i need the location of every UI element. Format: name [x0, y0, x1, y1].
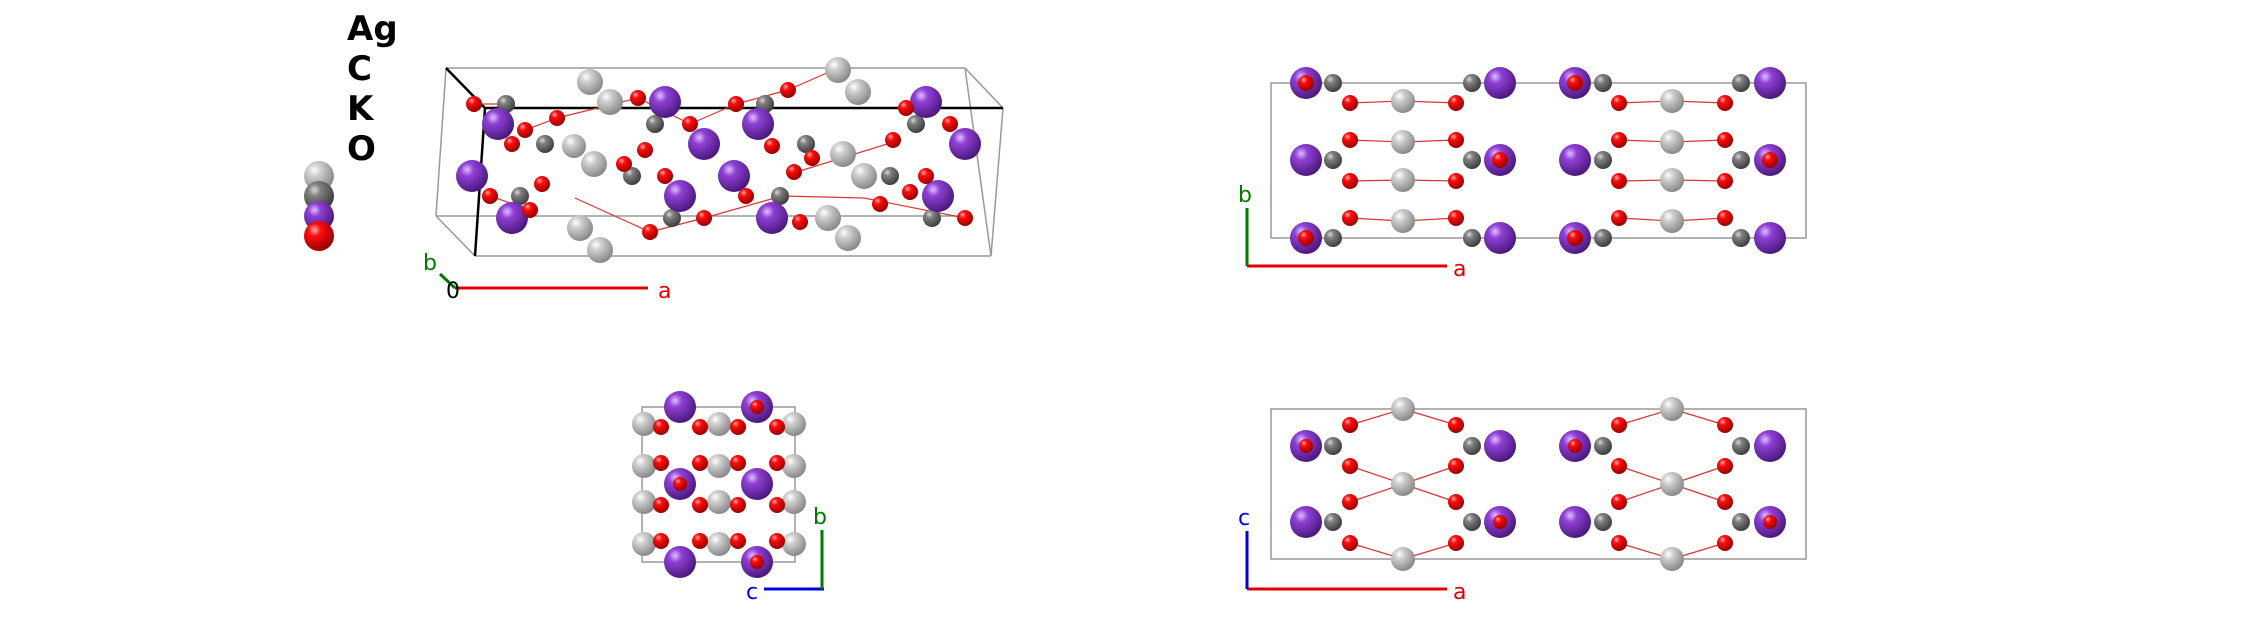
- atoms: [1290, 67, 1786, 254]
- axis-b-label: b: [813, 505, 827, 530]
- axis-b-label: b: [1238, 183, 1252, 208]
- c-axis-view: a b: [1238, 67, 1807, 282]
- unit-cell-box: [1270, 82, 1807, 239]
- axis-triad: a c: [1238, 506, 1466, 605]
- axis-c-label: c: [1238, 506, 1250, 531]
- unit-cell-box: [1270, 408, 1807, 560]
- atoms: [456, 57, 981, 263]
- legend-spheres: [304, 161, 334, 251]
- bonds: [1349, 100, 1726, 222]
- a-axis-view: c b: [632, 391, 827, 605]
- legend-label-o: O: [347, 129, 376, 169]
- axis-triad: a b: [1238, 183, 1466, 282]
- axis-a-label: a: [1453, 257, 1466, 282]
- atoms: [632, 391, 806, 578]
- atoms: [1290, 397, 1786, 571]
- axis-c-label: c: [746, 580, 758, 605]
- axis-triad: c b: [746, 505, 827, 605]
- legend-label-c: C: [347, 49, 372, 89]
- perspective-view: a b 0: [423, 57, 1004, 304]
- axis-a-label: a: [1453, 580, 1466, 605]
- axis-a-label: a: [658, 279, 671, 304]
- axis-origin-label: 0: [446, 279, 460, 304]
- unit-cell-box: [641, 406, 796, 563]
- axis-b-line: [438, 272, 457, 290]
- legend-label-k: K: [347, 89, 374, 129]
- axis-triad: a b 0: [423, 251, 671, 304]
- b-axis-view: a c: [1238, 397, 1807, 605]
- axis-b-label: b: [423, 251, 437, 276]
- legend-label-ag: Ag: [347, 9, 398, 49]
- legend-o-sphere: [304, 221, 334, 251]
